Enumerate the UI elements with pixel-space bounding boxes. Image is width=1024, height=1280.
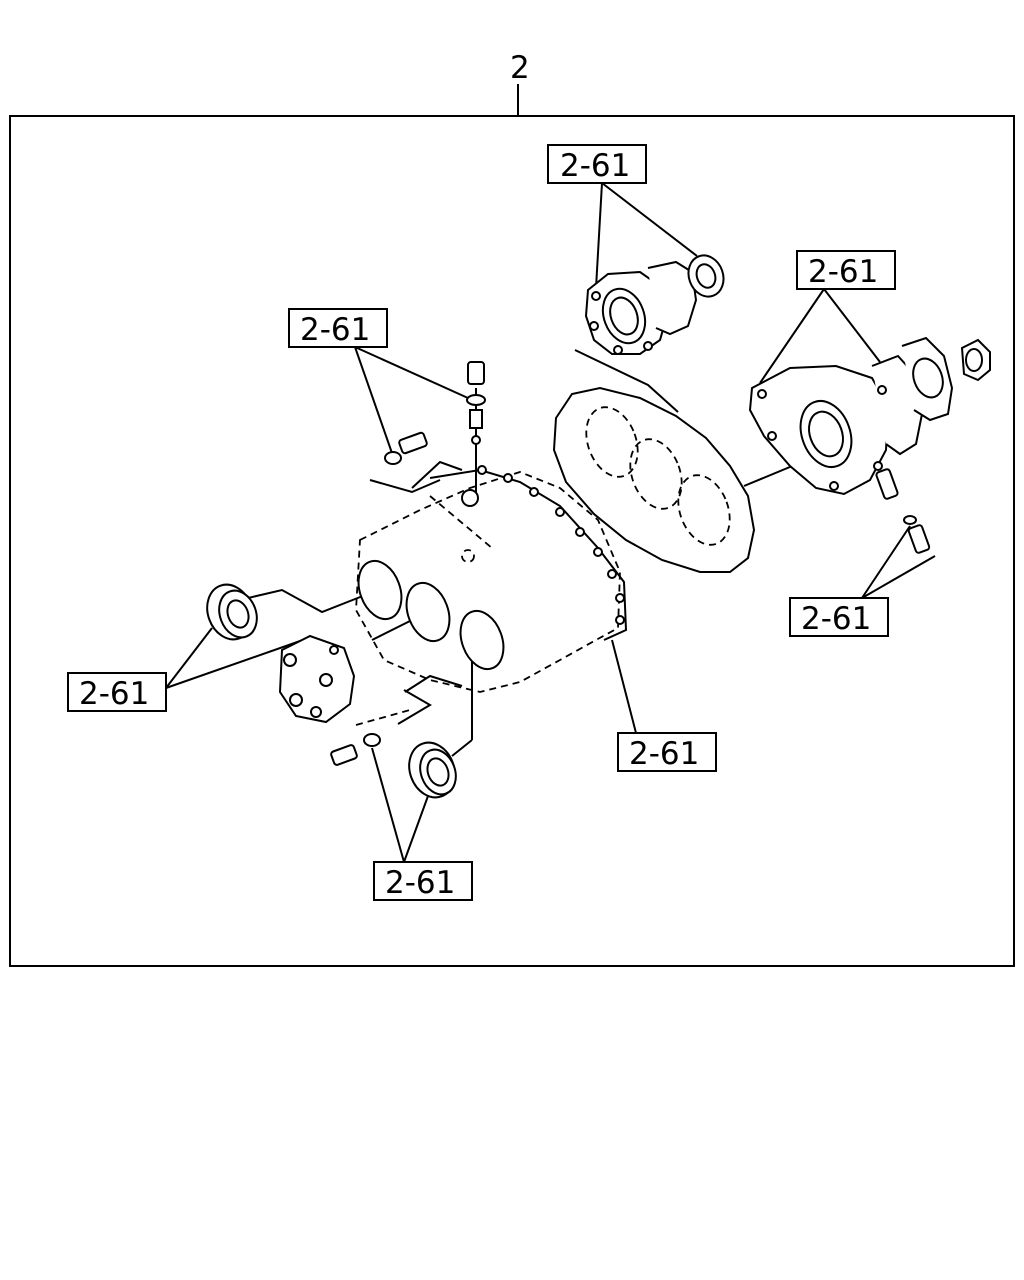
- rear-output-housing[interactable]: [584, 250, 729, 355]
- speed-sensor[interactable]: [875, 468, 931, 554]
- assembly-guide-lines: [247, 349, 827, 757]
- callout-bottom-center[interactable]: 2-61: [373, 861, 473, 901]
- front-output-housing[interactable]: [748, 336, 991, 496]
- leader-lines: [165, 182, 936, 863]
- callout-label: 2-61: [385, 865, 455, 901]
- drain-plug-stack[interactable]: [466, 361, 486, 445]
- case-cover-gasket[interactable]: [552, 386, 756, 573]
- oil-seal-bottom[interactable]: [402, 736, 462, 804]
- callout-label: 2-61: [801, 601, 871, 637]
- kit-frame: [9, 115, 1015, 967]
- callout-label: 2-61: [79, 676, 149, 712]
- transfer-case-housing[interactable]: [351, 460, 628, 693]
- bottom-bolt[interactable]: [330, 744, 358, 766]
- callout-label: 2-61: [560, 148, 630, 184]
- callout-label: 2-61: [629, 736, 699, 772]
- callout-label: 2-61: [808, 254, 878, 290]
- oil-seal-left[interactable]: [200, 578, 263, 646]
- callout-upper-left[interactable]: 2-61: [288, 308, 388, 348]
- side-cover[interactable]: [278, 634, 356, 724]
- callout-left-middle[interactable]: 2-61: [67, 672, 167, 712]
- callout-right-middle[interactable]: 2-61: [789, 597, 889, 637]
- callout-upper-center[interactable]: 2-61: [547, 144, 647, 184]
- callout-label: 2-61: [300, 312, 370, 348]
- breather-bolt[interactable]: [384, 431, 428, 465]
- bottom-washer[interactable]: [363, 733, 381, 747]
- callout-center-right[interactable]: 2-61: [617, 732, 717, 772]
- callout-upper-right[interactable]: 2-61: [796, 250, 896, 290]
- kit-number-label: 2: [510, 50, 530, 86]
